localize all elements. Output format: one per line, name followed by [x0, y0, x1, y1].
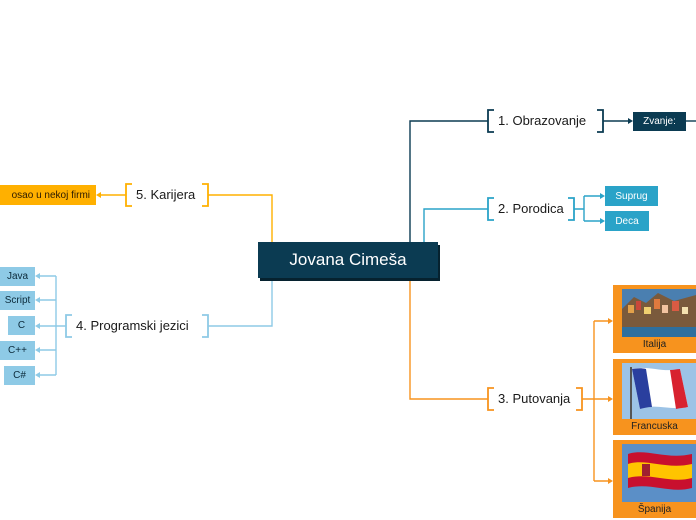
subtopic-zvanje-label: Zvanje:	[643, 116, 676, 127]
subtopic-cpp[interactable]: C++	[0, 341, 35, 360]
branch-porodica[interactable]: 2. Porodica	[492, 201, 570, 216]
branch-karijera[interactable]: 5. Karijera	[130, 187, 202, 202]
subtopic-cpp-label: C++	[8, 345, 27, 356]
card-francuska[interactable]: Francuska	[613, 359, 696, 435]
central-topic[interactable]: Jovana Cimeša	[258, 242, 438, 278]
subtopic-c-label: C	[17, 320, 26, 331]
subtopic-suprug-label: Suprug	[615, 190, 648, 202]
branch-programski-jezici-label: 4. Programski jezici	[76, 318, 189, 333]
subtopic-posao[interactable]: osao u nekoj firmi	[0, 185, 96, 205]
branch-karijera-label: 5. Karijera	[136, 187, 196, 202]
subtopic-c[interactable]: C	[8, 316, 35, 335]
central-topic-label: Jovana Cimeša	[289, 250, 407, 269]
subtopic-java-label: Java	[6, 271, 29, 282]
branch-porodica-label: 2. Porodica	[498, 201, 564, 216]
subtopic-posao-label: osao u nekoj firmi	[11, 189, 90, 201]
branch-obrazovanje[interactable]: 1. Obrazovanje	[492, 113, 593, 128]
card-spanija-label: Španija	[637, 504, 672, 515]
subtopic-deca[interactable]: Deca	[605, 211, 649, 231]
card-spanija[interactable]: Španija	[613, 440, 696, 518]
card-italija-label: Italija	[642, 339, 667, 350]
branch-programski-jezici[interactable]: 4. Programski jezici	[70, 318, 195, 333]
subtopic-deca-label: Deca	[615, 215, 639, 227]
subtopic-csharp-label: C#	[13, 370, 26, 381]
subtopic-script[interactable]: Script	[0, 291, 35, 310]
subtopic-java[interactable]: Java	[0, 267, 35, 286]
subtopic-csharp[interactable]: C#	[4, 366, 35, 385]
subtopic-zvanje[interactable]: Zvanje:	[633, 112, 686, 131]
card-francuska-label: Francuska	[631, 421, 678, 432]
italija-photo	[622, 289, 696, 337]
subtopic-suprug[interactable]: Suprug	[605, 186, 658, 206]
spain-flag-photo	[622, 444, 696, 502]
branch-putovanja-label: 3. Putovanja	[498, 391, 571, 406]
branch-obrazovanje-label: 1. Obrazovanje	[498, 113, 587, 128]
branch-putovanja[interactable]: 3. Putovanja	[492, 391, 577, 406]
france-flag-photo	[622, 363, 696, 419]
card-italija[interactable]: Italija	[613, 285, 696, 353]
subtopic-script-label: Script	[4, 295, 31, 306]
